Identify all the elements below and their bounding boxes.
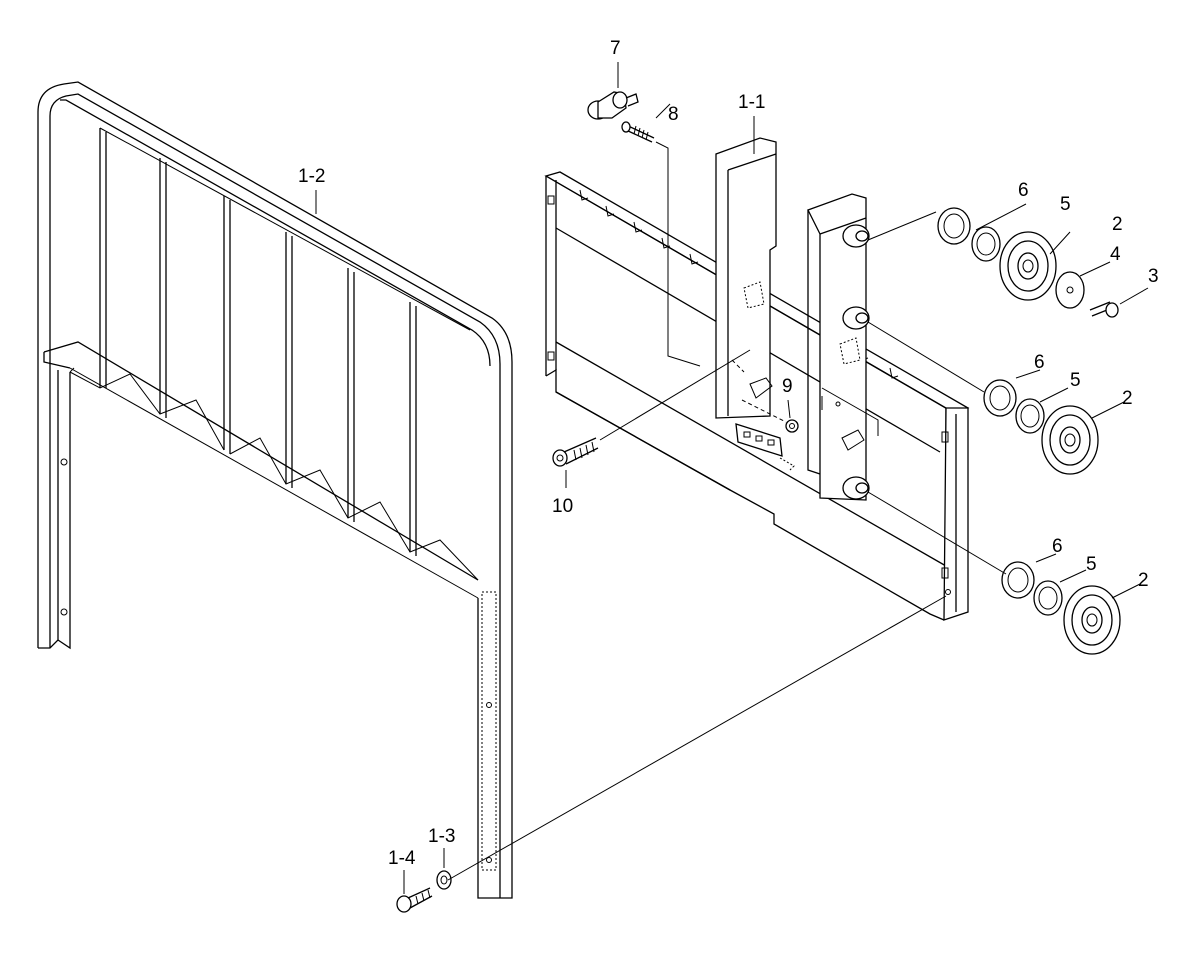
shim-5-top: [971, 226, 1001, 262]
callout-9: 9: [782, 376, 793, 397]
shim-6-top: [937, 207, 971, 245]
callout-5-top: 5: [1060, 194, 1071, 215]
callout-1-2: 1-2: [298, 166, 325, 187]
callout-3: 3: [1148, 266, 1159, 287]
callout-5-bottom: 5: [1086, 554, 1097, 575]
callout-2-middle: 2: [1122, 388, 1133, 409]
callout-1-3: 1-3: [428, 826, 455, 847]
stopper-7: [587, 91, 639, 120]
roller-set-middle: [983, 379, 1099, 475]
callout-6-bottom: 6: [1052, 536, 1063, 557]
callout-5-middle: 5: [1070, 370, 1081, 391]
carriage: [544, 137, 970, 621]
callout-6-top: 6: [1018, 180, 1029, 201]
roller-set-top: [937, 207, 1119, 318]
callout-2-bottom: 2: [1138, 570, 1149, 591]
cap-screw-10: [552, 437, 599, 467]
leader-lines: [315, 62, 1149, 894]
screw-8: [621, 121, 655, 143]
bolt-3: [1089, 301, 1119, 318]
load-backrest: [37, 81, 513, 899]
washer-1-3: [436, 870, 452, 890]
callout-8: 8: [668, 104, 679, 125]
callout-1-4: 1-4: [388, 848, 416, 869]
callout-10: 10: [552, 496, 573, 517]
roller-set-bottom: [1001, 561, 1121, 655]
callout-1-1: 1-1: [738, 92, 765, 113]
callout-4: 4: [1110, 244, 1121, 265]
callout-6-middle: 6: [1034, 352, 1045, 373]
washer-4: [1055, 271, 1085, 309]
callout-7: 7: [610, 38, 621, 59]
bolt-1-4: [396, 887, 433, 913]
callout-labels: 7 8 1-1 1-2 6 5 2 4 3 6 5 2 9 10 6 5 2 1…: [298, 38, 1159, 869]
callout-2-top: 2: [1112, 214, 1123, 235]
